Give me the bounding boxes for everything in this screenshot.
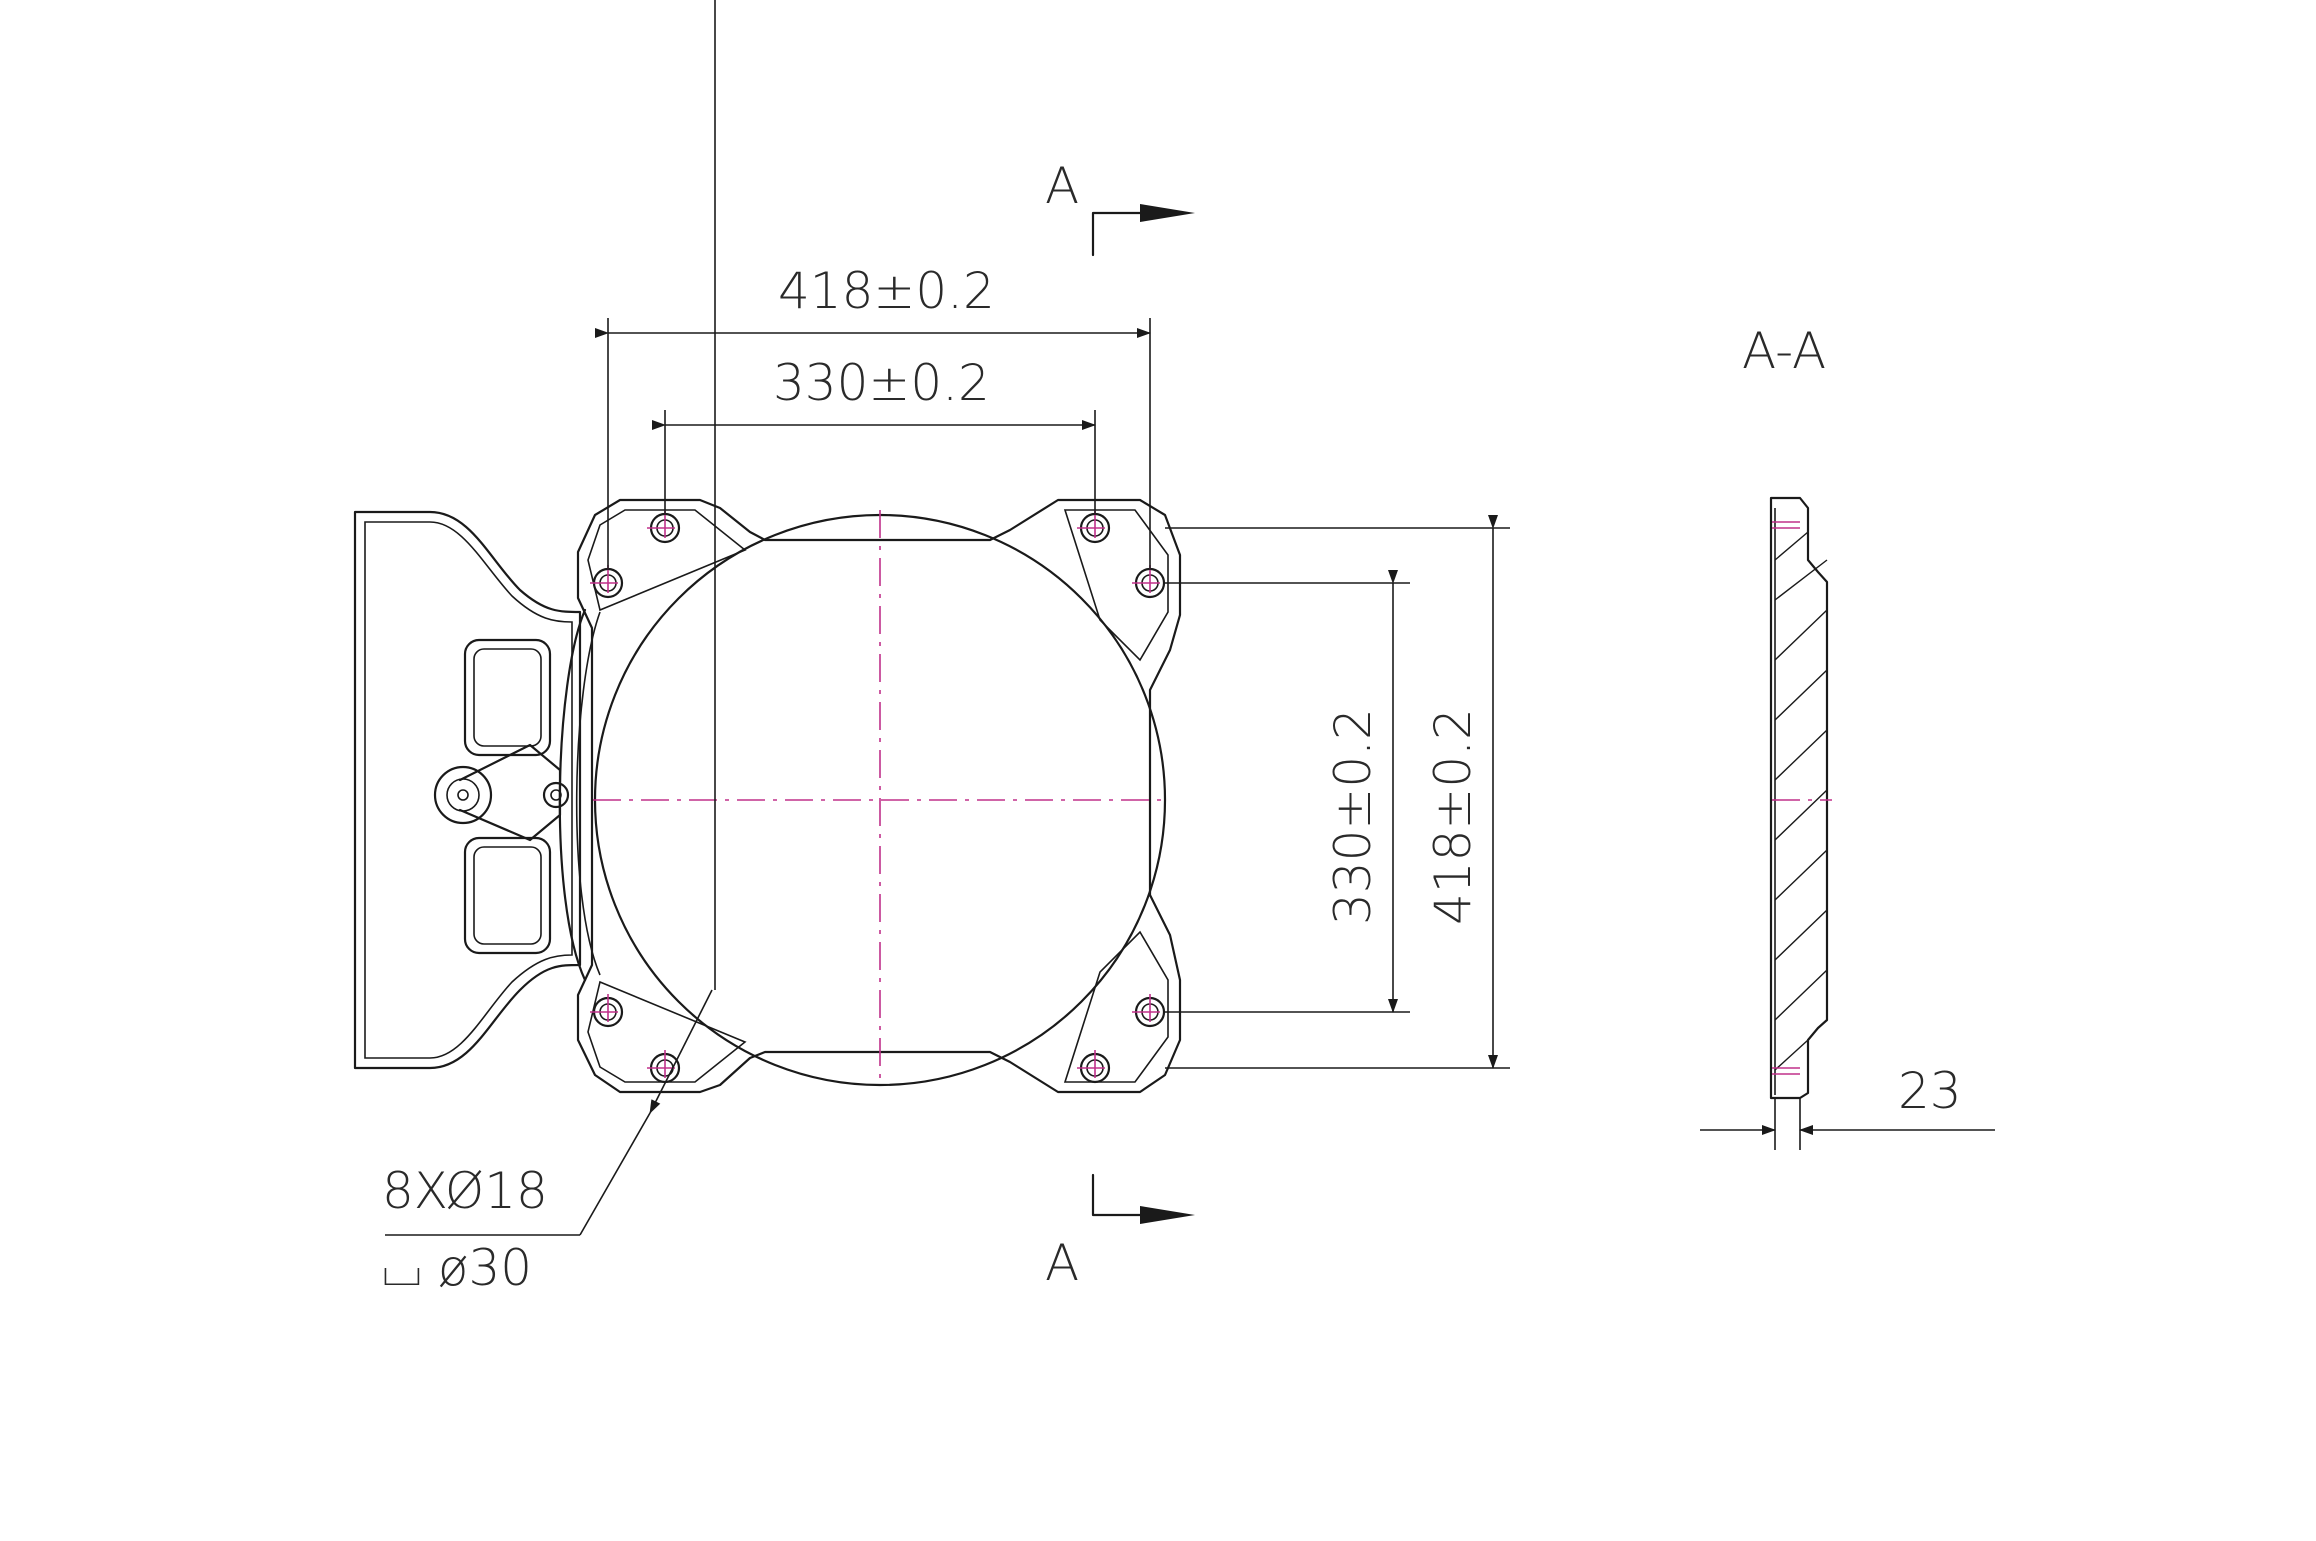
dim-outer-height: 418±0.2 [1165, 515, 1510, 1069]
bolt-hole [647, 510, 683, 546]
hole-count-label: 8XØ18 [382, 1162, 548, 1220]
bolt-hole [1132, 565, 1168, 601]
dim-thickness: 23 [1700, 1062, 1995, 1150]
dim-outer-width-label: 418±0.2 [778, 262, 995, 320]
hole-callout: 8XØ18 ⌴ ø30 [382, 0, 716, 1297]
dim-inner-height-label: 330±0.2 [1324, 708, 1382, 925]
bolt-hole [1077, 510, 1113, 546]
bolt-hole [590, 565, 626, 601]
rim-arc-inner [575, 611, 601, 976]
bolt-hole [590, 994, 626, 1030]
pivot-boss [433, 765, 493, 825]
dim-inner-height: 330±0.2 [1165, 570, 1410, 1013]
right-lobe-bevel-top [1063, 509, 1169, 662]
upper-slot [463, 638, 552, 757]
upper-slot-inner [473, 648, 542, 747]
lower-slot [463, 836, 552, 955]
plate-outline [576, 498, 1182, 1094]
section-title: A-A [1742, 322, 1826, 380]
bolt-hole [1077, 1050, 1113, 1086]
lower-slot-inner [473, 846, 542, 945]
small-pin-inner [550, 789, 562, 801]
bracket-inner-outline [364, 521, 573, 1059]
rim-arc [558, 608, 587, 982]
front-view: 418±0.2 330±0.2 330±0.2 418±0.2 [353, 0, 1510, 1297]
small-pin [542, 781, 570, 809]
pivot-hole [457, 789, 469, 801]
section-view: A-A 23 [1700, 322, 1995, 1150]
plate-inner-outline-lower [587, 980, 747, 1083]
right-lobe-bevel-bottom [1063, 930, 1169, 1083]
counterbore-label: ⌴ ø30 [382, 1239, 532, 1297]
section-mark-top-letter: A [1045, 157, 1079, 215]
dim-outer-width: 418±0.2 [595, 262, 1151, 570]
dim-inner-width-label: 330±0.2 [773, 354, 990, 412]
dim-outer-height-label: 418±0.2 [1424, 708, 1482, 925]
section-mark-top: A [1045, 157, 1195, 257]
plate-inner-outline [587, 509, 747, 612]
section-mark-bottom: A [1045, 1173, 1195, 1292]
dim-inner-width: 330±0.2 [652, 354, 1096, 515]
dim-thickness-label: 23 [1898, 1062, 1962, 1120]
section-hatching [1774, 531, 1828, 1071]
bolt-hole [647, 1050, 683, 1086]
pivot-boss-inner [446, 778, 480, 812]
section-mark-bottom-letter: A [1045, 1234, 1079, 1292]
bolt-hole [1132, 994, 1168, 1030]
